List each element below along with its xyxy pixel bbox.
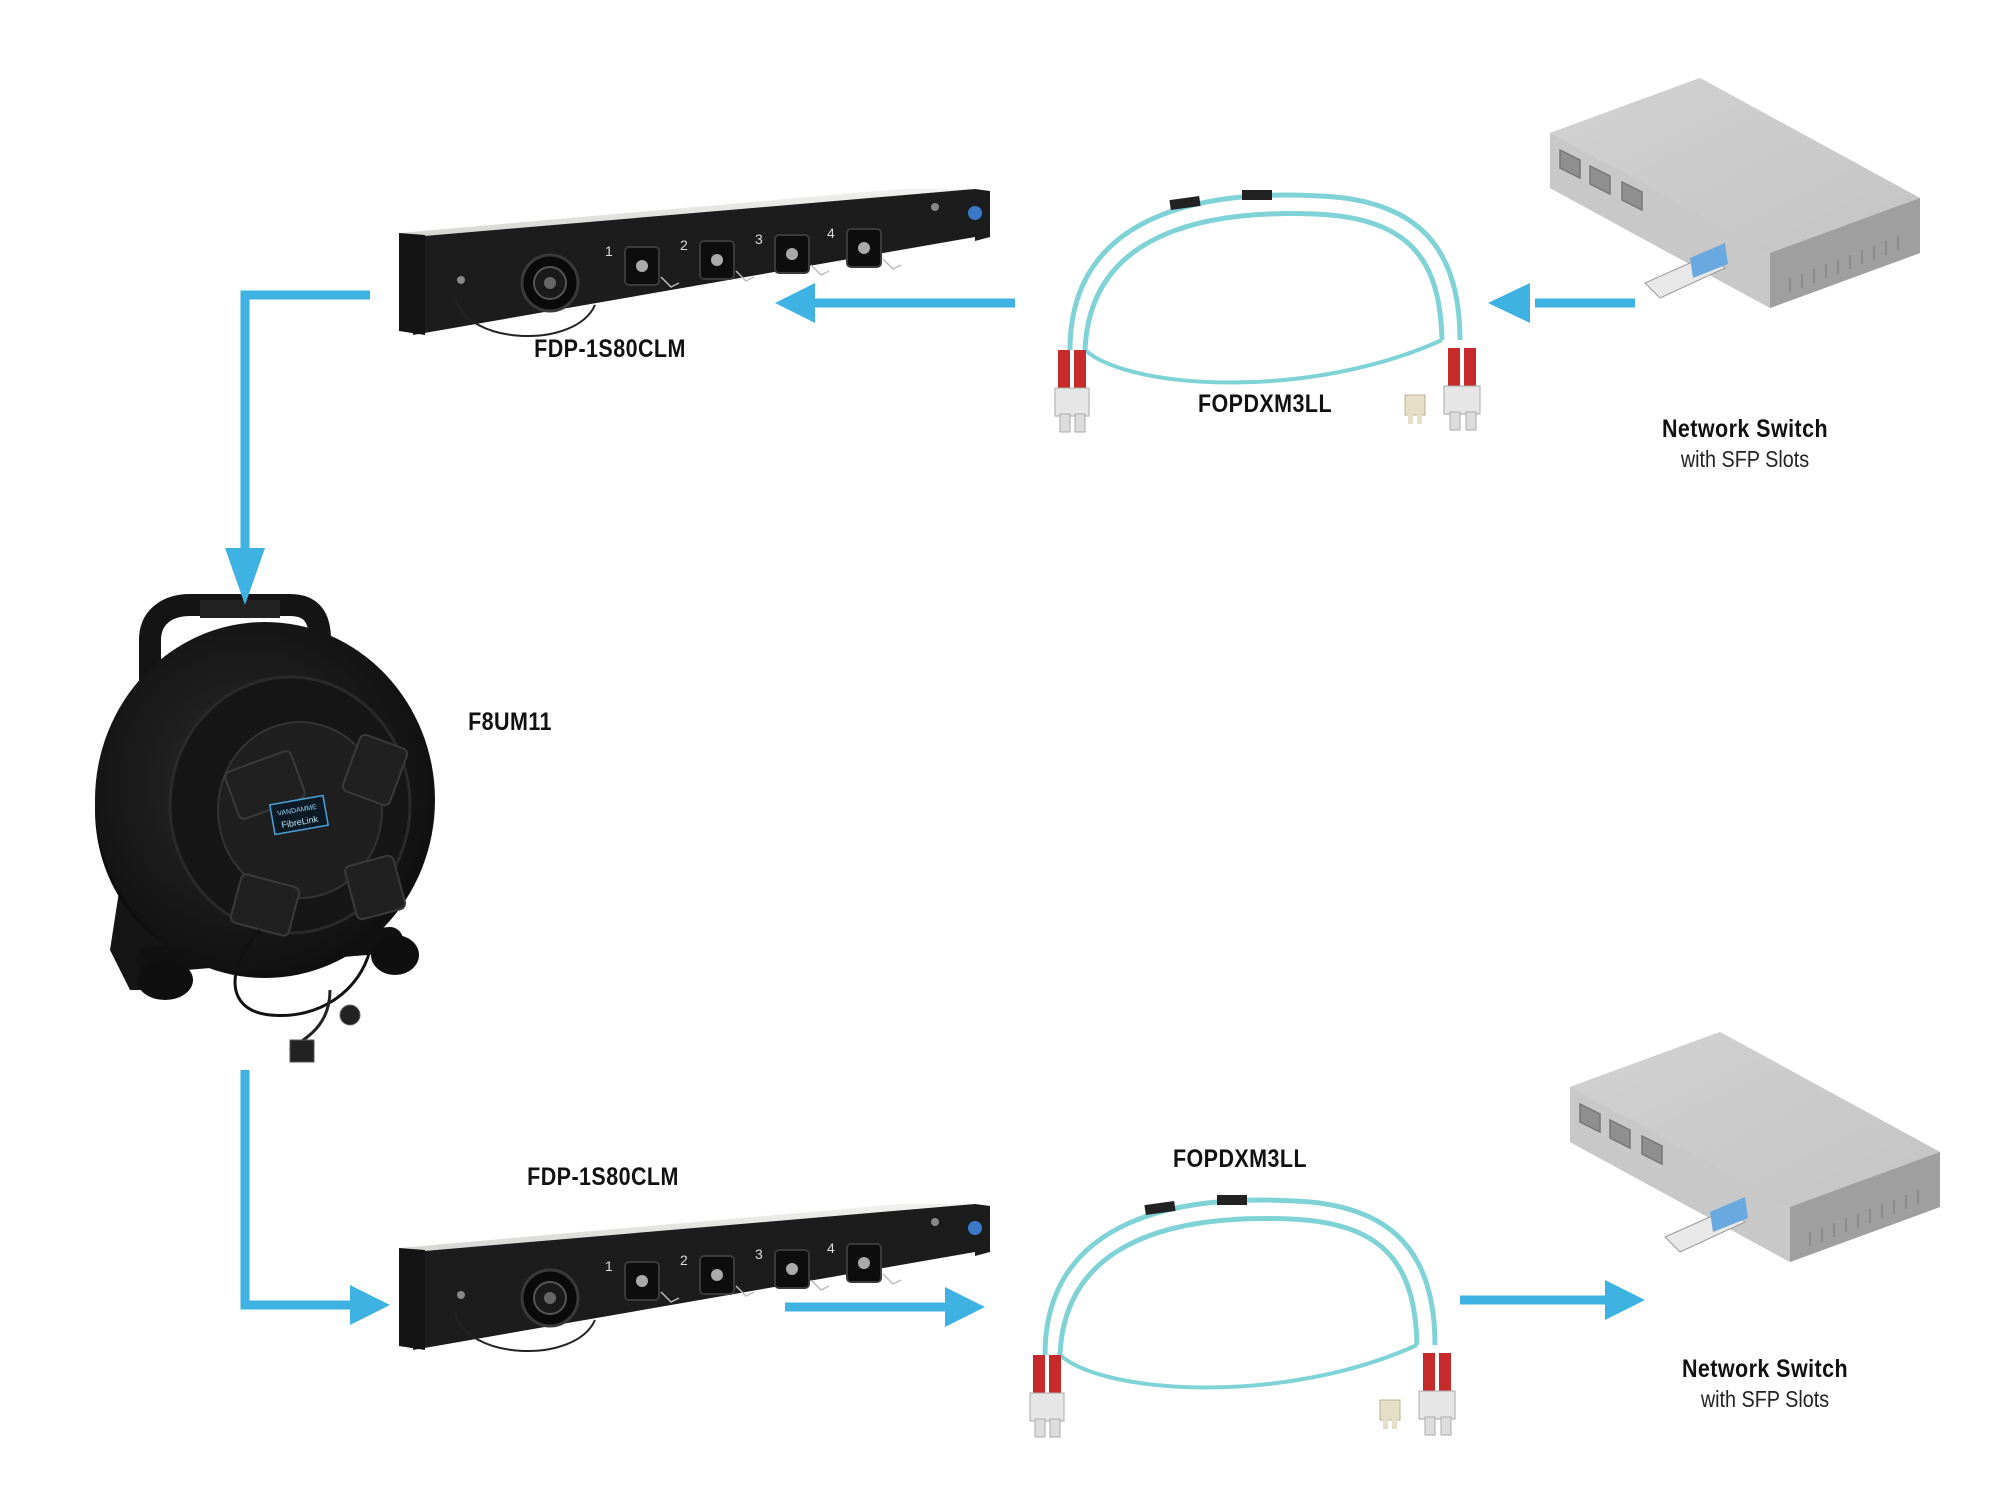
switch-bottom-title: Network Switch [1681,1355,1849,1383]
arrow-left-icon [1488,283,1530,323]
port-number: 4 [827,225,835,241]
arrow-right-icon [1605,1280,1645,1320]
reel-label: F8UM11 [468,708,552,736]
switch-bottom-subtitle: with SFP Slots [1700,1386,1830,1412]
port-number: 2 [680,1252,688,1268]
port-number: 3 [755,231,763,247]
port-number: 3 [755,1246,763,1262]
patch-panel-top [397,187,992,338]
cable-bottom-label: FOPDXM3LL [1172,1145,1308,1173]
arrow-left-icon [775,283,815,323]
panel-top-label: FDP-1S80CLM [534,335,686,363]
cable-reel: VANDAMME FibreLink [95,594,435,1063]
network-switch-bottom [1569,1031,1941,1263]
fiber-cable-bottom [1030,1195,1455,1437]
patch-panel-bottom [397,1202,992,1353]
arrow-right-icon [945,1287,985,1327]
arrow-right-icon [350,1285,390,1325]
switch-top-title: Network Switch [1661,415,1829,443]
switch-top-subtitle: with SFP Slots [1680,446,1810,472]
port-number: 1 [605,243,613,259]
network-switch-top [1549,77,1921,309]
panel-port-numbers: 1 2 3 4 1 2 3 4 [605,225,835,1274]
arrow-right-icon [240,1070,365,1310]
arrow-down-icon [225,548,265,605]
panel-bottom-label: FDP-1S80CLM [527,1163,679,1191]
arrow-heads [225,283,1645,1327]
port-number: 2 [680,237,688,253]
signal-arrows [240,290,1635,1312]
port-number: 1 [605,1258,613,1274]
arrow-down-icon [240,290,370,570]
cable-top-label: FOPDXM3LL [1197,390,1333,418]
port-number: 4 [827,1240,835,1256]
